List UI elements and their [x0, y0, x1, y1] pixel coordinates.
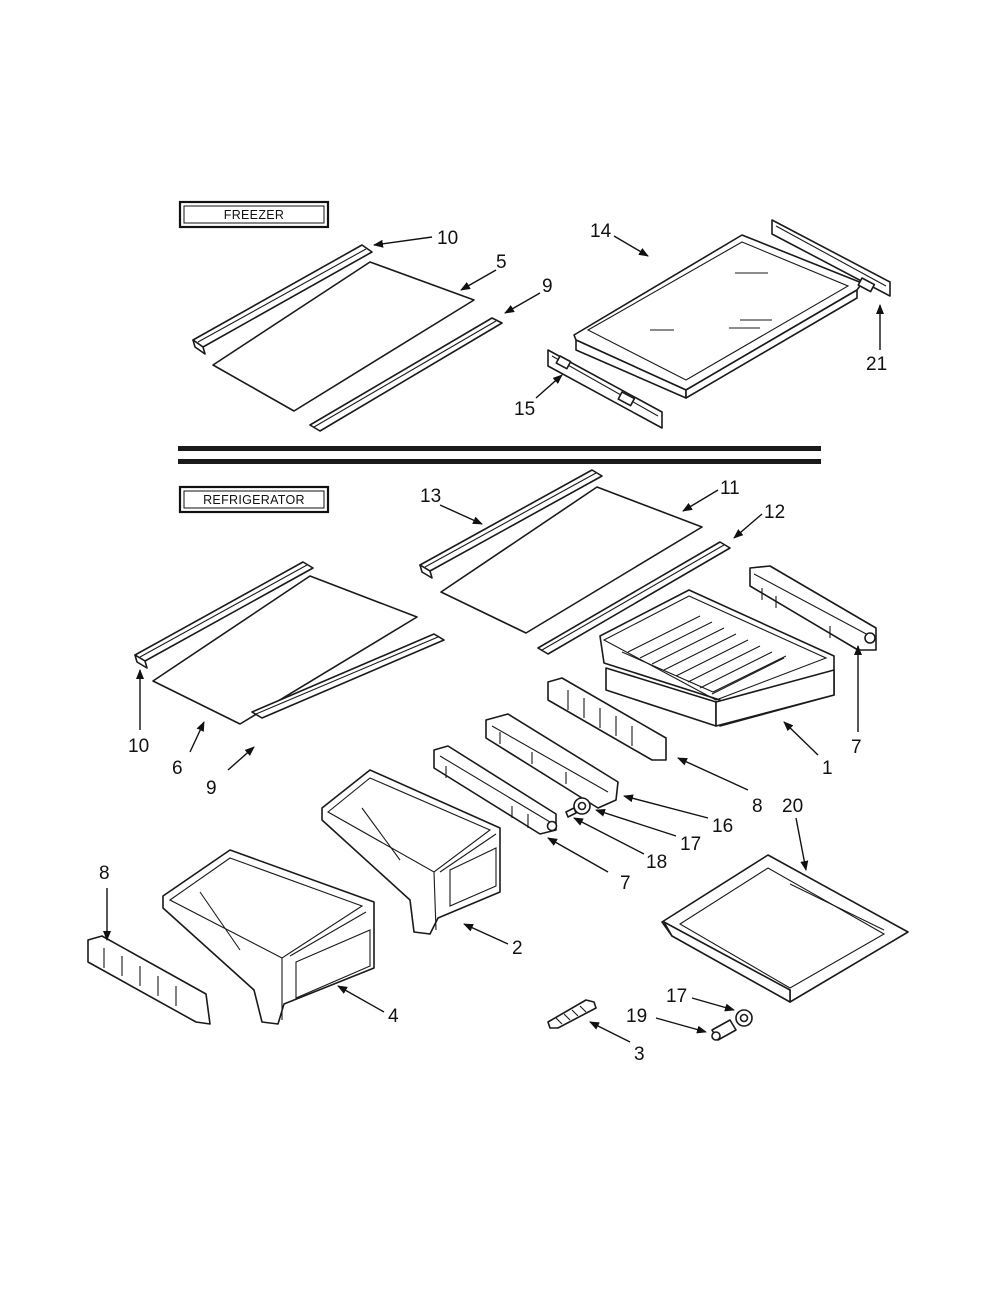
callout-number: 1 — [822, 758, 833, 779]
ref-upper-glass-shelf — [440, 486, 703, 634]
crisper-slide-left-center — [433, 745, 558, 835]
callout-ref-1: 1 — [783, 721, 833, 779]
callout-ref-6: 6 — [172, 721, 205, 779]
crisper-slide-center-right — [547, 677, 667, 761]
callout-number: 7 — [620, 873, 631, 894]
callout-ref-18: 18 — [573, 817, 667, 873]
callout-freezer-21: 21 — [866, 304, 887, 375]
callout-ref-9: 9 — [206, 746, 255, 799]
callout-number: 19 — [626, 1006, 647, 1027]
roller-axle — [711, 1019, 737, 1041]
refrigerator-label-box: REFRIGERATOR — [178, 485, 330, 514]
freezer-glass-shelf — [212, 261, 475, 412]
callout-ref-16: 16 — [623, 794, 733, 837]
callout-freezer-5: 5 — [460, 252, 507, 291]
crisper-pan-left — [162, 849, 375, 1025]
callout-ref-8-left: 8 — [99, 863, 111, 941]
freezer-label: FREEZER — [224, 208, 284, 222]
callout-number: 13 — [420, 486, 441, 507]
humidity-control-slide — [547, 999, 597, 1029]
callout-number: 12 — [764, 502, 785, 523]
freezer-shelf-assembly — [573, 234, 863, 399]
ref-lower-glass-shelf — [152, 575, 418, 725]
roller-wheel-low — [735, 1009, 753, 1027]
callout-number: 11 — [720, 478, 740, 499]
roller-wheel-mid — [573, 797, 591, 815]
callout-ref-7-right: 7 — [851, 645, 862, 758]
callout-ref-11: 11 — [682, 478, 740, 512]
callout-ref-19: 19 — [626, 1006, 707, 1034]
roller-screw — [565, 807, 577, 818]
callout-ref-17-mid: 17 — [595, 808, 701, 855]
callout-freezer-9: 9 — [504, 276, 553, 314]
callout-number: 17 — [666, 986, 687, 1007]
callout-number: 17 — [680, 834, 701, 855]
callout-number: 18 — [646, 852, 667, 873]
section-divider — [178, 446, 821, 464]
ref-upper-shelf-trim-front — [419, 469, 603, 579]
callout-freezer-10: 10 — [373, 228, 458, 249]
callout-number: 7 — [851, 737, 862, 758]
freezer-shelf-rail-right — [771, 219, 891, 297]
freezer-shelf-rail-left — [547, 349, 663, 429]
callout-number: 9 — [206, 778, 217, 799]
callout-ref-13: 13 — [420, 486, 483, 525]
callout-number: 8 — [752, 796, 763, 817]
callout-freezer-14: 14 — [590, 221, 649, 257]
callout-ref-2: 2 — [463, 923, 523, 959]
callout-number: 3 — [634, 1044, 645, 1065]
callout-ref-12: 12 — [733, 502, 785, 539]
callout-number: 8 — [99, 863, 110, 884]
callout-number: 2 — [512, 938, 523, 959]
freezer-shelf-trim-front — [192, 244, 373, 355]
callout-ref-7-mid: 7 — [547, 837, 631, 894]
callout-number: 15 — [514, 399, 535, 420]
crisper-pan-right — [321, 769, 501, 935]
callout-number: 16 — [712, 816, 733, 837]
callout-ref-17-low: 17 — [666, 986, 735, 1012]
callout-ref-20: 20 — [782, 796, 809, 871]
meat-pan — [599, 589, 835, 727]
ref-upper-shelf-trim-rear — [537, 541, 731, 655]
callout-number: 10 — [128, 736, 149, 757]
callout-number: 4 — [388, 1006, 399, 1027]
callout-freezer-15: 15 — [514, 374, 563, 420]
callout-ref-4: 4 — [337, 985, 399, 1027]
ref-lower-shelf-trim-rear — [251, 633, 445, 719]
meat-pan-slide-right — [749, 565, 877, 651]
freezer-shelf-trim-rear — [309, 317, 503, 432]
crisper-slide-far-left — [87, 935, 211, 1025]
callout-number: 20 — [782, 796, 803, 817]
freezer-label-box: FREEZER — [178, 200, 330, 229]
callout-number: 21 — [866, 354, 887, 375]
callout-ref-8-mid: 8 — [677, 757, 763, 817]
crisper-slide-center — [485, 713, 619, 809]
callout-number: 9 — [542, 276, 553, 297]
callout-number: 10 — [437, 228, 458, 249]
ref-lower-shelf-trim-front — [134, 561, 314, 669]
callout-ref-10: 10 — [128, 669, 149, 757]
callout-number: 14 — [590, 221, 612, 242]
refrigerator-label: REFRIGERATOR — [203, 493, 305, 507]
callout-number: 6 — [172, 758, 183, 779]
callout-ref-3: 3 — [589, 1021, 645, 1065]
callout-number: 5 — [496, 252, 507, 273]
crisper-cover — [661, 854, 909, 1003]
